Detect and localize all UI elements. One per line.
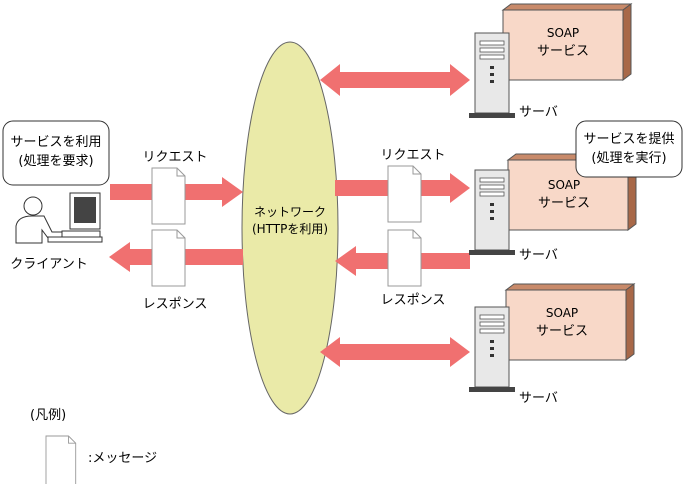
client-bubble [2,120,110,186]
left-response-message-icon [151,229,186,287]
legend-message-label: :メッセージ [88,451,157,466]
right-request-label: リクエスト [380,148,445,163]
right-request-message-icon [387,165,422,223]
server-1-box-line1: SOAP [547,26,579,40]
server-tower-icon-2 [468,169,516,256]
server-2-box-line1: SOAP [548,178,580,192]
server-2: SOAP サービス サーバ [468,153,637,263]
network-label-line2: (HTTPを利用) [252,222,328,236]
server-bubble-line2: (処理を実行) [591,150,666,166]
network-label-line1: ネットワーク [254,205,326,219]
left-response-label: レスポンス [143,297,208,312]
server-3-box-line1: SOAP [546,306,578,320]
server-2-label: サーバ [519,248,558,263]
right-response-label: レスポンス [381,293,446,308]
client-label: クライアント [10,257,87,272]
soap-service-box-3 [505,283,635,361]
server-1: SOAP サービス サーバ [468,3,632,120]
server1-bidirectional-arrow [320,64,470,96]
server-tower-icon-3 [468,306,516,393]
network-ellipse [241,41,339,415]
server-1-label: サーバ [519,105,558,120]
server-3: SOAP サービス サーバ [468,283,635,406]
legend-message-icon [45,435,77,487]
server-bubble [575,120,683,178]
server-tower-icon-1 [468,32,516,119]
server3-bidirectional-arrow [320,337,470,367]
left-request-message-icon [151,167,186,225]
server-bubble-line1: サービスを提供 [583,131,674,147]
client-bubble-line2: (処理を要求) [18,154,93,169]
server-2-box-line2: サービス [538,196,590,211]
left-request-label: リクエスト [142,150,207,165]
client-user-computer-icon [15,192,103,244]
right-response-message-icon [387,229,422,287]
server-3-label: サーバ [519,391,558,406]
soap-service-box-1 [502,3,632,81]
server-1-box-line2: サービス [537,44,589,59]
client-bubble-line1: サービスを利用 [10,135,101,150]
legend-title: (凡例) [30,408,66,423]
server-3-box-line2: サービス [536,324,588,339]
